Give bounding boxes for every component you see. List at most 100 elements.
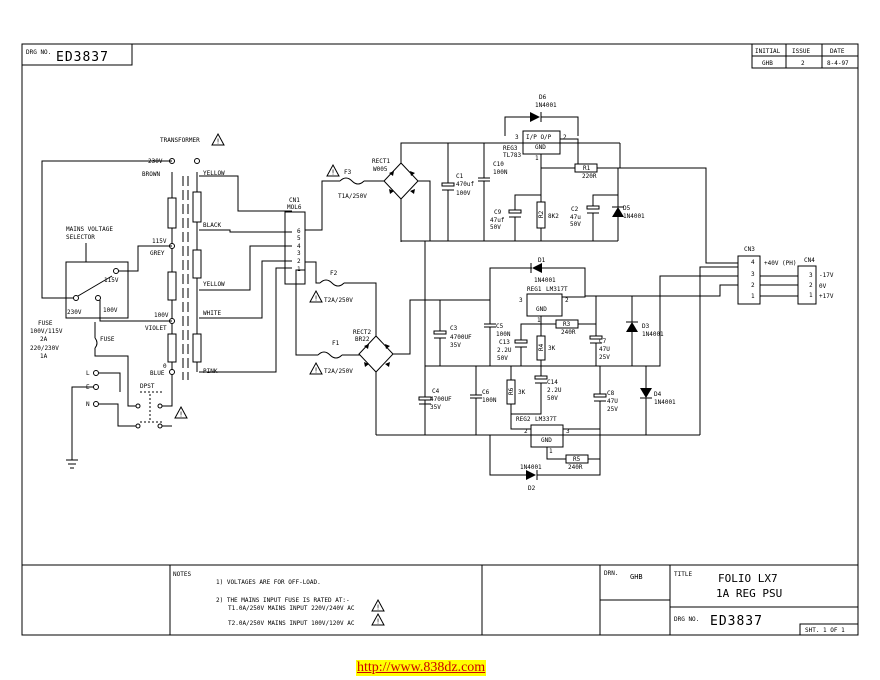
note-3: T1.0A/250V MAINS INPUT 220V/240V AC <box>228 605 355 612</box>
cn1-pin-5: 5 <box>297 235 301 242</box>
selector-100v: 100V <box>103 307 118 314</box>
f1-rating: T2A/250V <box>324 368 353 375</box>
c1-voltage: 100V <box>456 190 471 197</box>
reg1-part: LM317T <box>546 286 568 293</box>
reg2-pin1: 1 <box>549 448 553 455</box>
header-drawing-number: DRG NO. ED3837 <box>21 43 133 66</box>
d4-diode: D4 1N4001 <box>640 366 676 435</box>
mid-ground-rail <box>425 275 738 367</box>
rect1-label: RECT1 <box>372 158 390 165</box>
out-minus17-label: -17V <box>819 272 834 279</box>
r1-resistor: R1 220R <box>541 163 598 180</box>
note-1: 1) VOLTAGES ARE FOR OFF-LOAD. <box>216 579 321 586</box>
initial-label: INITIAL <box>755 48 781 55</box>
fuse-f3: F3 T1A/250V <box>305 164 384 231</box>
c8-label: C8 <box>607 390 615 397</box>
c3-voltage: 35V <box>450 342 461 349</box>
title-line-1: FOLIO LX7 <box>718 572 778 585</box>
rect1-part: W005 <box>373 166 388 173</box>
r3-label: R3 <box>563 321 571 328</box>
wire-grey: GREY <box>150 250 165 257</box>
sec-yellow-2: YELLOW <box>203 281 225 288</box>
c1-label: C1 <box>456 173 464 180</box>
drg-no-label: DRG NO. <box>26 49 51 56</box>
fuse-label: FUSE <box>100 336 115 343</box>
f2-label: F2 <box>330 270 338 277</box>
c7-voltage: 25V <box>599 354 610 361</box>
c4-voltage: 35V <box>430 404 441 411</box>
c14-label: C14 <box>547 379 558 386</box>
wire-violet: VIOLET <box>145 325 167 332</box>
reg3-io: I/P O/P <box>526 134 552 141</box>
c6-capacitor: C6 100N <box>470 366 497 435</box>
c10-value: 100N <box>493 169 508 176</box>
reg1-pin1: 1 <box>537 317 541 324</box>
c7-label: C7 <box>599 338 607 345</box>
fuse-note-3: 2A <box>40 336 48 343</box>
f2-rating: T2A/250V <box>324 297 353 304</box>
selector-label-2: SELECTOR <box>66 234 95 241</box>
date-value: 8-4-97 <box>827 60 849 67</box>
out-40v-label: +40V (PH) <box>764 260 797 267</box>
c3-capacitor: C3 4700UF 35V <box>433 300 472 366</box>
cn3-pin-4: 4 <box>751 259 755 266</box>
secondary-wiring <box>199 175 292 373</box>
cn4-pin-1: 1 <box>809 292 813 299</box>
drn-value: GHB <box>630 573 643 581</box>
cn3-pin-2: 2 <box>751 282 755 289</box>
cn3-label: CN3 <box>744 246 755 253</box>
sec-black: BLACK <box>203 222 221 229</box>
issue-value: 2 <box>801 60 805 67</box>
c2-label: C2 <box>571 206 579 213</box>
c10-capacitor: C10 100N <box>478 143 508 241</box>
terminal-l: L <box>86 370 90 377</box>
lower-rail <box>376 266 738 436</box>
reg1-gnd: GND <box>536 306 547 313</box>
d4-label: D4 <box>654 391 662 398</box>
cn4-label: CN4 <box>804 257 815 264</box>
cn1-pin-6: 6 <box>297 228 301 235</box>
footer-drg-number: ED3837 <box>710 614 763 629</box>
c8-value: 47U <box>607 398 618 405</box>
d1-diode: D1 1N4001 <box>489 257 586 300</box>
reg1-pin3: 3 <box>519 297 523 304</box>
f3-label: F3 <box>344 169 352 176</box>
selector-230v: 230V <box>67 309 82 316</box>
reg3-pin3: 3 <box>515 134 519 141</box>
cn4-pin-2: 2 <box>809 282 813 289</box>
c4-label: C4 <box>432 388 440 395</box>
rect2-bridge: RECT2 BR22 <box>353 299 490 435</box>
terminal-n: N <box>86 401 90 408</box>
upper-ground-rail <box>401 143 738 435</box>
rect2-part: BR22 <box>355 336 370 343</box>
drawing-border <box>21 43 859 636</box>
d2-label: D2 <box>528 485 536 492</box>
cn3-pin-1: 1 <box>751 293 755 300</box>
sec-yellow-1: YELLOW <box>203 170 225 177</box>
c8-voltage: 25V <box>607 406 618 413</box>
title-block: NOTES 1) VOLTAGES ARE FOR OFF-LOAD. 2) T… <box>169 565 859 636</box>
d2-diode: 1N4001 D2 <box>489 435 601 492</box>
reg1-pin2: 2 <box>565 297 569 304</box>
note-2: 2) THE MAINS INPUT FUSE IS RATED AT:- <box>216 597 350 604</box>
fuse-note-2: 100V/115V <box>30 328 63 335</box>
fuse-f1: F1 T2A/250V <box>295 269 360 375</box>
reg2-lm337t: REG2 LM337T GND 2 3 1 <box>510 414 600 460</box>
r5-resistor: R5 240R <box>565 435 601 471</box>
c3-value: 4700UF <box>450 334 472 341</box>
issue-label: ISSUE <box>792 48 810 55</box>
d4-part: 1N4001 <box>654 399 676 406</box>
date-label: DATE <box>830 48 845 55</box>
c2-capacitor: C2 47u 50V <box>570 168 619 241</box>
d5-label: D5 <box>623 205 631 212</box>
d3-diode: D3 1N4001 <box>626 296 664 366</box>
c14-capacitor: C14 2.2U 50V <box>511 366 562 415</box>
source-url-link[interactable]: http://www.838dz.com <box>356 660 487 676</box>
title-line-2: 1A REG PSU <box>716 587 782 600</box>
d1-label: D1 <box>538 257 546 264</box>
c2-value: 47u <box>570 214 581 221</box>
wire-blue: BLUE <box>150 370 165 377</box>
drn-label: DRN. <box>604 570 618 577</box>
cn1-mol6: MOL6 <box>287 204 302 211</box>
cn1-pin-4: 4 <box>297 243 301 250</box>
